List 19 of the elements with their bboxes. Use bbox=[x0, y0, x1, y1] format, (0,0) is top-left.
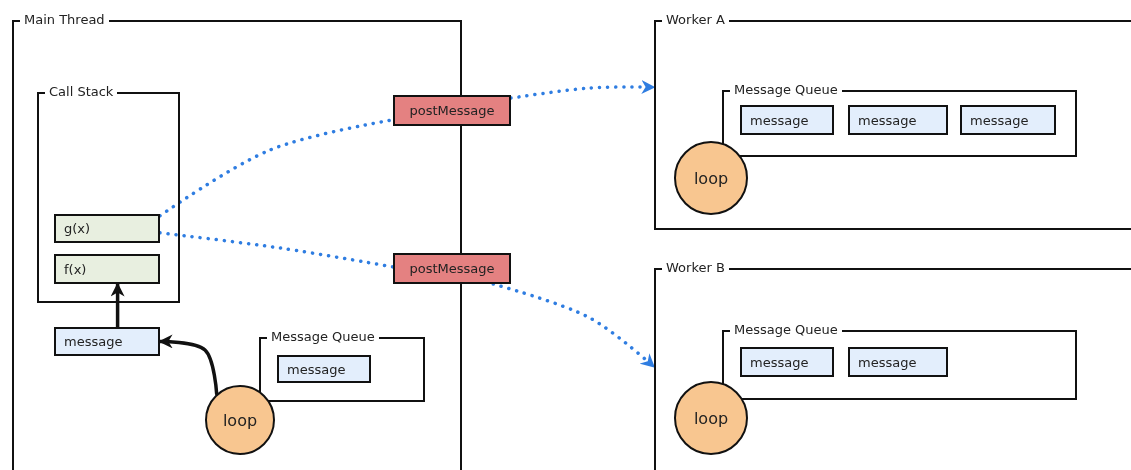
message-box: message bbox=[740, 347, 834, 377]
frame-heading: Message Queue bbox=[730, 82, 842, 98]
arrow bbox=[110, 282, 125, 329]
post-message-box: postMessage bbox=[393, 253, 511, 284]
message-box: message bbox=[960, 105, 1056, 135]
stack-frame-box: g(x) bbox=[54, 214, 160, 243]
dotted-arrow bbox=[491, 282, 656, 369]
message-box: message bbox=[848, 105, 948, 135]
message-box: message bbox=[740, 105, 834, 135]
loop-circle: loop bbox=[674, 381, 748, 455]
message-box: message bbox=[54, 327, 160, 356]
loop-circle: loop bbox=[674, 141, 748, 215]
post-message-box: postMessage bbox=[393, 95, 511, 126]
message-box: message bbox=[277, 355, 371, 383]
loop-circle: loop bbox=[205, 385, 275, 455]
frame-heading: Message Queue bbox=[730, 322, 842, 338]
message-box: message bbox=[848, 347, 948, 377]
frame-heading: Message Queue bbox=[267, 329, 379, 345]
stack-frame-box: f(x) bbox=[54, 254, 160, 284]
